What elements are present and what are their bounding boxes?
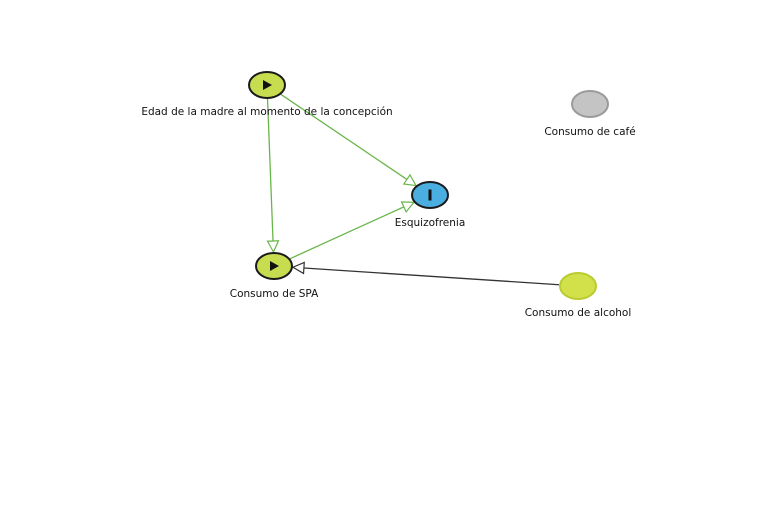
node-ellipse	[559, 272, 597, 300]
edge-line	[266, 98, 274, 242]
edge-line	[303, 267, 560, 286]
arrowhead-icon	[400, 201, 416, 214]
node-alcohol[interactable]	[559, 272, 597, 300]
play-icon	[263, 80, 272, 90]
arrowhead-icon	[402, 173, 418, 187]
edge-edad-to-spa[interactable]	[266, 98, 280, 254]
node-ellipse	[571, 90, 609, 118]
node-label-esquizofrenia: Esquizofrenia	[394, 217, 466, 229]
edge-line	[289, 206, 405, 260]
node-label-cafe: Consumo de café	[544, 126, 636, 138]
edge-edad-to-esquizofrenia[interactable]	[280, 93, 418, 187]
arrowhead-icon	[266, 240, 280, 254]
play-icon	[270, 261, 279, 271]
arrowhead-icon	[291, 261, 305, 275]
edge-alcohol-to-spa[interactable]	[291, 261, 560, 286]
node-label-alcohol: Consumo de alcohol	[524, 307, 632, 319]
node-edad[interactable]	[248, 71, 286, 99]
edges-layer	[266, 93, 560, 286]
node-spa[interactable]	[255, 252, 293, 280]
node-label-spa: Consumo de SPA	[229, 288, 319, 300]
edge-line	[280, 93, 408, 180]
node-esquizofrenia[interactable]	[411, 181, 449, 209]
nodes-layer	[248, 71, 609, 300]
outcome-bar-icon	[428, 189, 432, 201]
node-cafe[interactable]	[571, 90, 609, 118]
edge-spa-to-esquizofrenia[interactable]	[289, 201, 416, 260]
node-label-edad: Edad de la madre al momento de la concep…	[141, 106, 393, 118]
